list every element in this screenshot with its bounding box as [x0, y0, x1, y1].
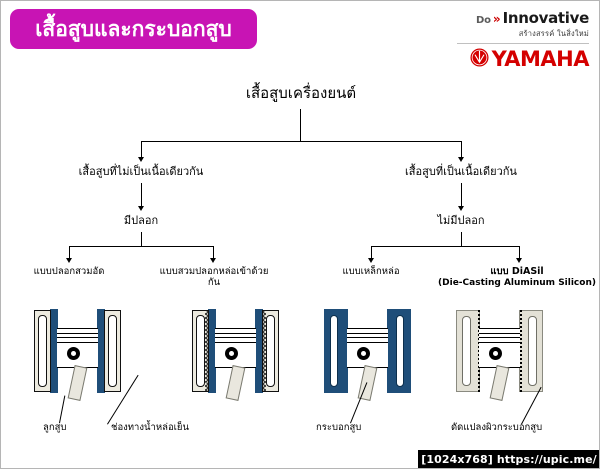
tree-leaf-diasil-group: แบบ DiASil (Die-Casting Aluminum Silicon…	[435, 266, 599, 288]
chevron-right-icon: »	[492, 12, 501, 26]
connector-leaf-split-right	[371, 246, 519, 247]
piston-ring-1	[57, 333, 98, 334]
piston-ring-2	[215, 337, 256, 338]
piston-ring-3	[347, 342, 388, 343]
arrowhead-leaf-1	[65, 258, 72, 263]
connecting-rod	[489, 365, 510, 401]
piston-ring-2	[479, 337, 520, 338]
tree-node-with-sleeve: มีปลอก	[123, 214, 159, 227]
connector-to-leaf-1	[69, 246, 70, 260]
arrowhead-level2-right	[457, 157, 464, 162]
left-cylinder-wall	[208, 309, 216, 393]
logo-innovative-text: Innovative	[502, 9, 590, 27]
piston-ring-1	[215, 333, 256, 334]
tree-node-monolithic: เสื้อสูบที่เป็นเนื้อเดียวกัน	[405, 165, 517, 178]
piston-ring-2	[57, 337, 98, 338]
diagram-cast-in-sleeve-cylinder	[189, 309, 299, 401]
connector-to-level3-left	[141, 183, 142, 208]
tree-node-without-sleeve: ไม่มีปลอก	[437, 214, 485, 227]
connector-to-leaf-3	[371, 246, 372, 260]
tree-leaf-cast-iron: แบบเหล็กหล่อ	[342, 266, 400, 277]
tree-leaf-cast-in-sleeve: แบบสวมปลอกหล่อเข้าด้วยกัน	[159, 266, 269, 288]
footer-watermark-bar: [1024x768] https://upic.me/	[418, 450, 599, 468]
piston-pin	[225, 347, 238, 360]
arrowhead-level2-left	[137, 157, 144, 162]
left-serrated-bond-edge	[203, 309, 211, 393]
tuning-fork-emblem-icon	[470, 48, 489, 71]
logo-divider	[457, 43, 589, 44]
diagram-diasil-cylinder	[453, 309, 563, 401]
tree-leaf-diasil-subtitle: (Die-Casting Aluminum Silicon)	[438, 277, 596, 288]
right-coolant-passage	[528, 316, 537, 386]
tree-node-root: เสื้อสูบเครื่องยนต์	[245, 84, 357, 102]
left-coolant-passage	[196, 315, 205, 387]
arrowhead-leaf-2	[209, 258, 216, 263]
right-coolant-passage	[266, 315, 275, 387]
arrowhead-level3-right	[457, 206, 464, 211]
tree-leaf-diasil: แบบ DiASil	[490, 266, 544, 277]
yamaha-logo: YAMAHA	[439, 47, 590, 71]
tree-node-non-monolithic: เสื้อสูบที่ไม่เป็นเนื้อเดียวกัน	[78, 165, 204, 178]
right-cylinder-wall	[255, 309, 263, 393]
yamaha-wordmark: YAMAHA	[491, 47, 590, 71]
piston-pin	[67, 347, 80, 360]
caption-coolant-passage: ช่องทางน้ำหล่อเย็น	[111, 422, 189, 433]
left-cylinder-wall	[50, 309, 58, 393]
do-innovative-logo: Do » Innovative	[439, 9, 589, 27]
piston-ring-2	[347, 337, 388, 338]
caption-surface-treatment: ดัดแปลงผิวกระบอกสูบ	[451, 422, 543, 433]
connecting-rod	[225, 365, 246, 401]
connector-level3-left-stem	[141, 232, 142, 246]
connector-to-level2-right	[461, 141, 462, 159]
piston-ring-3	[57, 342, 98, 343]
caption-piston: ลูกสูบ	[43, 422, 67, 433]
left-coolant-passage	[38, 315, 47, 387]
right-coolant-passage	[396, 315, 404, 387]
connector-level3-right-stem	[461, 232, 462, 246]
piston-ring-3	[215, 342, 256, 343]
diagram-cast-iron-cylinder	[321, 309, 431, 401]
brand-logo-block: Do » Innovative สร้างสรรค์ ในสิ่งใหม่ YA…	[439, 9, 590, 71]
connector-root-stem	[300, 109, 301, 141]
connector-leaf-split-left	[69, 246, 213, 247]
connector-root-split	[141, 141, 461, 142]
diagram-press-fit-sleeve-cylinder	[31, 309, 141, 401]
caption-cylinder: กระบอกสูบ	[316, 422, 362, 433]
left-coolant-passage	[462, 316, 471, 386]
connector-to-leaf-2	[213, 246, 214, 260]
piston-pin	[357, 347, 370, 360]
right-diasil-coating-surface	[520, 310, 522, 392]
piston-pin	[489, 347, 502, 360]
logo-thai-tagline: สร้างสรรค์ ในสิ่งใหม่	[518, 29, 589, 38]
arrowhead-leaf-3	[367, 258, 374, 263]
logo-do-text: Do	[476, 15, 491, 26]
right-coolant-passage	[108, 315, 117, 387]
title-banner: เสื้อสูบและกระบอกสูบ	[10, 9, 257, 49]
connector-to-level3-right	[461, 183, 462, 208]
connector-to-level2-left	[141, 141, 142, 159]
piston-ring-1	[347, 333, 388, 334]
piston-ring-3	[479, 342, 520, 343]
connector-to-leaf-4	[519, 246, 520, 260]
footer-watermark-text: [1024x768] https://upic.me/	[421, 453, 597, 466]
tree-leaf-press-fit-sleeve: แบบปลอกสวมอัด	[33, 266, 105, 277]
connecting-rod	[67, 365, 88, 401]
left-coolant-passage	[330, 315, 338, 387]
arrowhead-level3-left	[137, 206, 144, 211]
right-serrated-bond-edge	[260, 309, 268, 393]
page-title: เสื้อสูบและกระบอกสูบ	[35, 16, 232, 41]
arrowhead-leaf-4	[515, 258, 522, 263]
piston-ring-1	[479, 333, 520, 334]
right-cylinder-wall	[97, 309, 105, 393]
